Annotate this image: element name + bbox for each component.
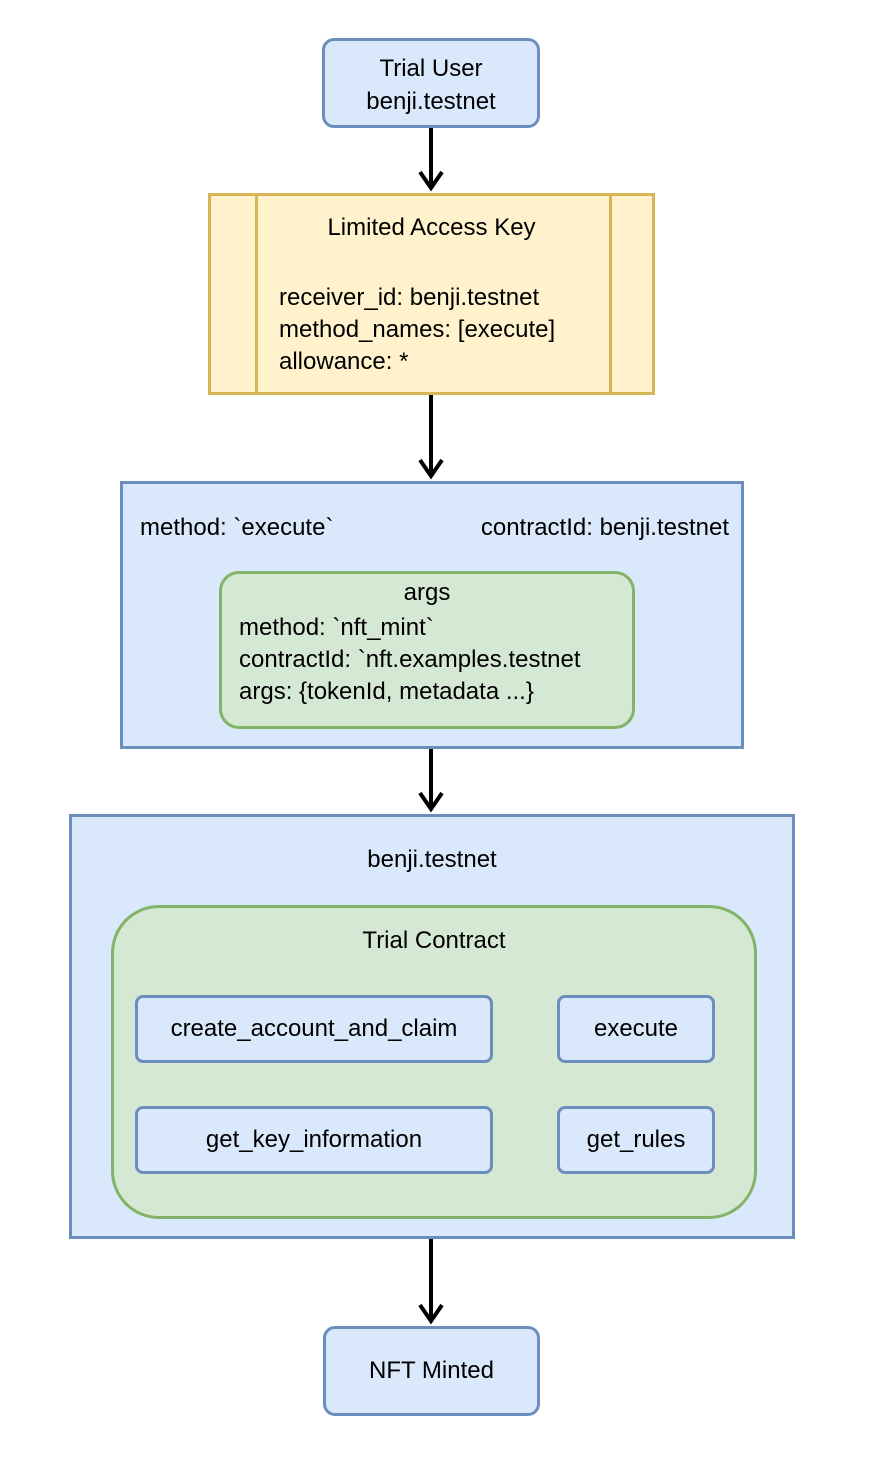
access-key-receiver: receiver_id: benji.testnet	[279, 284, 540, 311]
function-execute: execute	[557, 995, 715, 1063]
execute-transaction-node: method: `execute` contractId: benji.test…	[120, 481, 744, 749]
arrow-key-to-transaction	[418, 395, 444, 480]
access-key-allowance: allowance: *	[279, 348, 409, 375]
transaction-method: method: `execute`	[140, 514, 334, 541]
trial-contract-title: Trial Contract	[362, 927, 506, 954]
limited-access-key-node: Limited Access Key receiver_id: benji.te…	[208, 193, 655, 395]
args-contract-id: contractId: `nft.examples.testnet	[239, 646, 581, 673]
transaction-contract-id: contractId: benji.testnet	[480, 514, 729, 541]
account-title: benji.testnet	[367, 846, 497, 873]
function-get-key-information: get_key_information	[135, 1106, 493, 1174]
args-args: args: {tokenId, metadata ...}	[239, 678, 534, 705]
args-title: args	[403, 579, 451, 606]
account-node: benji.testnet Trial Contract create_acco…	[69, 814, 795, 1239]
arrow-transaction-to-account	[418, 749, 444, 813]
arrow-account-to-result	[418, 1239, 444, 1325]
args-method: method: `nft_mint`	[239, 614, 434, 641]
function-get-rules: get_rules	[557, 1106, 715, 1174]
trial-user-node: Trial User benji.testnet	[322, 38, 540, 128]
process-left-bar	[255, 196, 258, 392]
trial-user-label: Trial User	[379, 55, 483, 82]
trial-user-account: benji.testnet	[366, 88, 496, 115]
function-create-account-and-claim: create_account_and_claim	[135, 995, 493, 1063]
nft-minted-node: NFT Minted	[323, 1326, 540, 1416]
process-right-bar	[609, 196, 612, 392]
args-node: args method: `nft_mint` contractId: `nft…	[219, 571, 635, 729]
trial-contract-node: Trial Contract create_account_and_claim …	[111, 905, 757, 1219]
access-key-title: Limited Access Key	[327, 214, 536, 241]
arrow-user-to-key	[418, 128, 444, 192]
access-key-methods: method_names: [execute]	[279, 316, 556, 343]
